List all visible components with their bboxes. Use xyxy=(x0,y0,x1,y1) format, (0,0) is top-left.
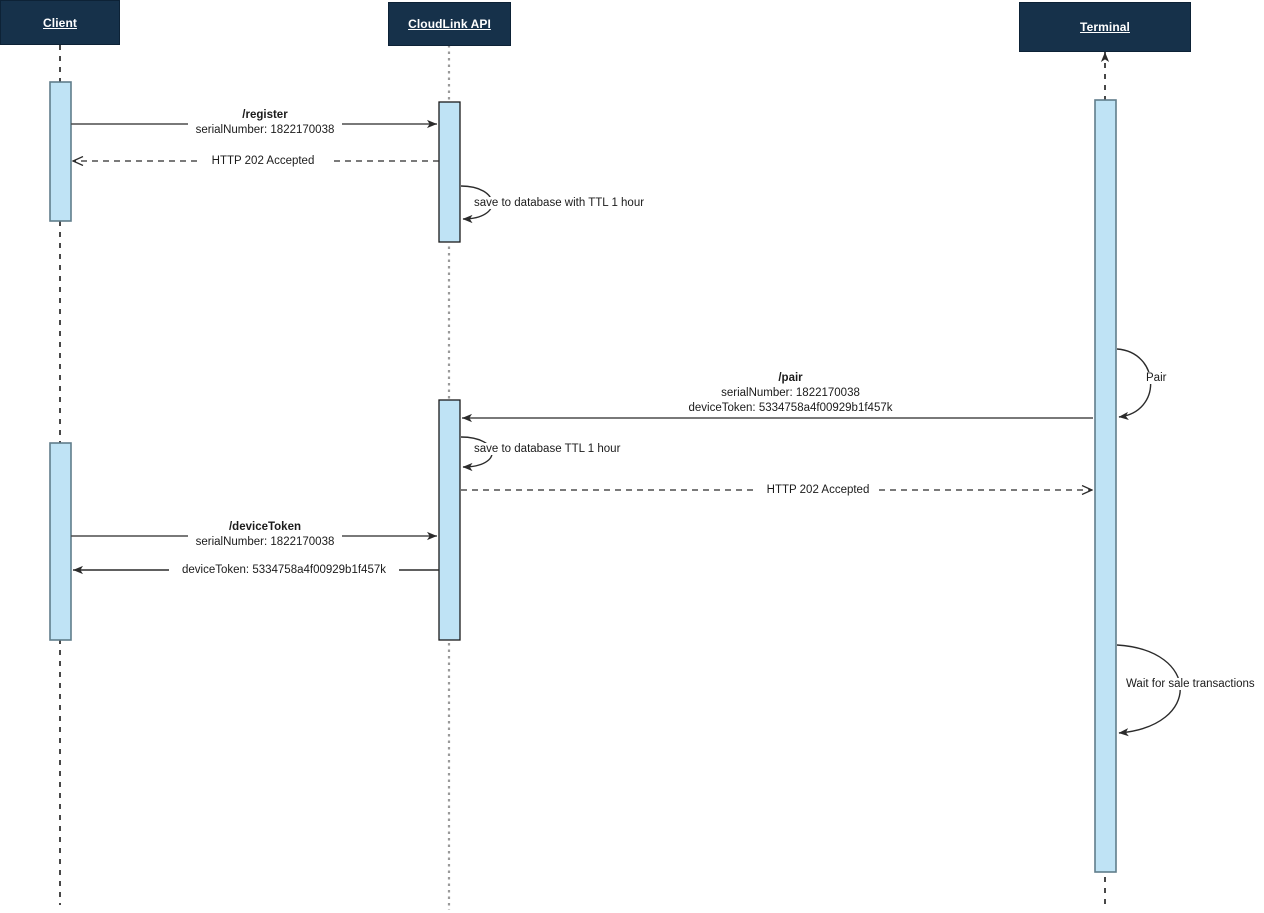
message-label-device-token-line2: serialNumber: 1822170038 xyxy=(195,536,335,548)
self-message-label-save-db-ttl-2: save to database TTL 1 hour xyxy=(472,443,623,455)
activation-bar-api-2 xyxy=(438,399,461,641)
participant-label-cloudlink-api: CloudLink API xyxy=(408,17,491,31)
message-label-pair: /pair serialNumber: 1822170038 deviceTok… xyxy=(671,371,910,416)
message-label-pair-line1: /pair xyxy=(778,372,803,384)
message-label-pair-line2: serialNumber: 1822170038 xyxy=(721,387,860,399)
message-label-register-response-line1: HTTP 202 Accepted xyxy=(211,155,315,167)
self-message-label-wait-sale: Wait for sale transactions xyxy=(1124,678,1257,690)
message-label-register-line2: serialNumber: 1822170038 xyxy=(195,124,335,136)
message-label-pair-response: HTTP 202 Accepted xyxy=(757,483,879,498)
message-label-pair-line3: deviceToken: 5334758a4f00929b1f457k xyxy=(688,402,893,414)
activation-bar-terminal-1 xyxy=(1094,99,1117,873)
message-label-device-token-response-line1: deviceToken: 5334758a4f00929b1f457k xyxy=(182,564,386,576)
activation-bar-client-1 xyxy=(49,81,72,222)
message-label-register: /register serialNumber: 1822170038 xyxy=(188,108,342,138)
self-message-label-pair: Pair xyxy=(1144,372,1169,384)
self-message-label-save-db-ttl: save to database with TTL 1 hour xyxy=(472,197,647,209)
message-label-pair-response-line1: HTTP 202 Accepted xyxy=(766,484,870,496)
activation-bar-api-1 xyxy=(438,101,461,243)
participant-header-client[interactable]: Client xyxy=(0,0,120,45)
participant-label-terminal: Terminal xyxy=(1080,20,1130,34)
participant-header-cloudlink-api[interactable]: CloudLink API xyxy=(388,2,511,46)
message-label-register-response: HTTP 202 Accepted xyxy=(197,154,329,169)
participant-header-terminal[interactable]: Terminal xyxy=(1019,2,1191,52)
participant-label-client: Client xyxy=(43,15,77,30)
message-label-device-token: /deviceToken serialNumber: 1822170038 xyxy=(188,520,342,550)
message-label-device-token-line1: /deviceToken xyxy=(228,521,301,533)
activation-bar-client-2 xyxy=(49,442,72,641)
message-label-register-line1: /register xyxy=(242,109,288,121)
message-label-device-token-response: deviceToken: 5334758a4f00929b1f457k xyxy=(169,563,399,578)
